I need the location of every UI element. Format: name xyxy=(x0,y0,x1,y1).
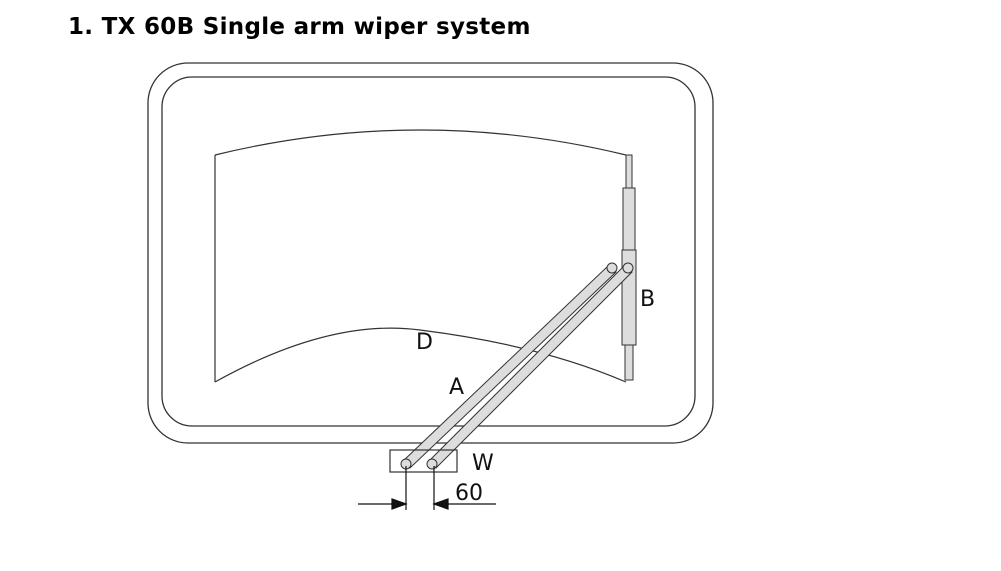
label-blade: B xyxy=(640,287,655,312)
dimension-marker xyxy=(358,466,496,510)
label-arm: A xyxy=(449,375,464,400)
wiped-area xyxy=(214,129,627,383)
wiper-arm xyxy=(400,262,634,470)
motor-box xyxy=(389,449,458,473)
label-wiped-area: D xyxy=(416,330,433,355)
window-frame-inner xyxy=(161,76,696,427)
label-motor: W xyxy=(472,451,494,476)
diagram-title: 1. TX 60B Single arm wiper system xyxy=(68,14,531,40)
label-dimension: 60 xyxy=(455,481,483,506)
